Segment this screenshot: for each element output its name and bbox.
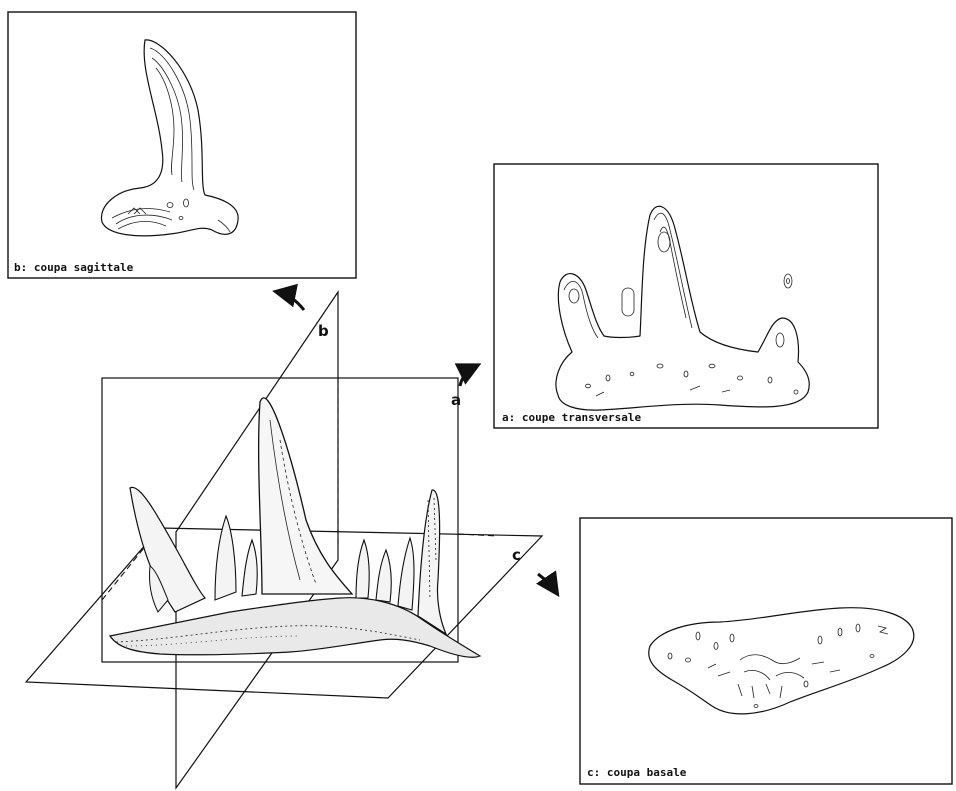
panel-basal: c: coupa basale [580,518,952,784]
panel-transverse-frame [494,164,878,428]
arrow-to-basal-icon [538,574,556,592]
panel-sagittal: b: coupa sagittale [8,12,356,278]
caption-sagittal: b: coupa sagittale [14,261,134,274]
panel-transverse: a: coupe transversale [494,164,878,428]
specimen-with-planes: b a c [26,292,542,788]
panel-basal-frame [580,518,952,784]
arrow-to-sagittal-icon [278,292,304,310]
panel-sagittal-frame [8,12,356,278]
caption-transverse: a: coupe transversale [502,411,641,424]
plane-label-b: b [318,322,329,340]
arrow-to-transverse-icon [460,366,476,386]
caption-basal: c: coupa basale [587,766,687,779]
plane-label-a: a [451,391,461,409]
plane-label-c: c [512,546,521,564]
